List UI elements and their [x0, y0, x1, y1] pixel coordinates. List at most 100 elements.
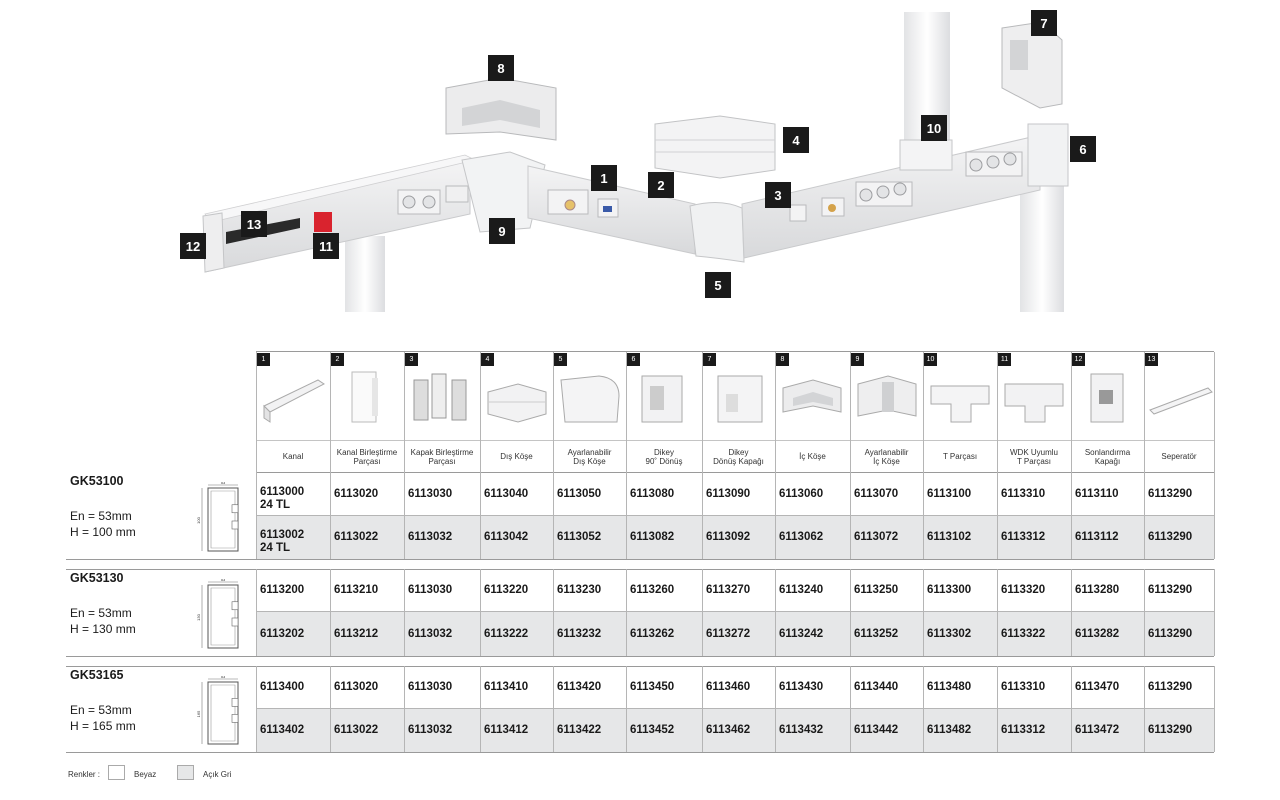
product-code-cell: 6113240: [779, 584, 824, 596]
product-code-cell: 6113322: [1001, 627, 1046, 640]
product-code-cell: 6113022: [334, 531, 379, 543]
product-code-cell: 6113102: [927, 531, 972, 543]
product-code-cell: 6113200: [260, 584, 305, 596]
column-divider: [702, 472, 703, 559]
product-code-cell: 6113290: [1148, 531, 1193, 543]
callout-12: 12: [180, 233, 206, 259]
light-grey-row-band: [256, 515, 1214, 559]
product-code-cell: 6113082: [630, 531, 675, 543]
product-code-cell: 6113302: [927, 627, 972, 640]
row-divider: [256, 611, 1214, 612]
product-code-cell: 6113432: [779, 724, 824, 736]
product-code-cell: 6113112: [1075, 531, 1119, 543]
product-code-cell: 6113270: [706, 584, 751, 596]
callout-2: 2: [648, 172, 674, 198]
swatch-light-grey: [177, 765, 194, 780]
header-bottom-rule: [256, 472, 1214, 473]
group-dimensions: En = 53mm H = 165 mm: [70, 703, 136, 733]
column-divider: [702, 352, 703, 472]
light-grey-row-band: [256, 708, 1214, 752]
product-code-cell: 6113290: [1148, 584, 1193, 596]
column-part-image: [999, 366, 1069, 433]
svg-text:53: 53: [221, 676, 226, 679]
profile-icon: 53100: [196, 480, 239, 552]
part-thumbnail-icon: [487, 383, 547, 423]
product-code-cell: 6113472: [1075, 724, 1120, 736]
column-part-image: [555, 366, 625, 433]
end-cap: [202, 212, 225, 273]
svg-text:53: 53: [221, 482, 226, 485]
column-divider: [626, 472, 627, 559]
column-divider: [553, 569, 554, 656]
column-divider: [1144, 666, 1145, 752]
product-code-cell: 6113290: [1148, 724, 1193, 736]
column-divider: [997, 666, 998, 752]
column-header-label: Dikey 90˚ Dönüş: [645, 447, 683, 466]
column-part-image: [1073, 366, 1143, 433]
column-divider: [775, 472, 776, 559]
column-divider: [1214, 569, 1215, 656]
column-divider: [1214, 472, 1215, 559]
part-thumbnail-icon: [263, 379, 325, 423]
product-code-cell: 6113290: [1148, 681, 1193, 693]
product-code-cell: 6113410: [484, 681, 529, 693]
product-code-cell: 6113480: [927, 681, 972, 693]
product-code-cell: 6113232: [557, 627, 602, 640]
column-number-badge: 9: [851, 353, 864, 366]
part-thumbnail-icon: [1149, 387, 1213, 415]
group-bottom-rule: [66, 752, 1214, 753]
product-code-cell: 6113242: [779, 627, 824, 640]
column-header-label: Dış Köşe: [500, 452, 533, 461]
t-piece: [899, 139, 953, 171]
profile-section-drawing: 53 130: [196, 577, 248, 655]
column-divider: [1144, 352, 1145, 472]
product-code-cell: 6113412: [484, 724, 529, 736]
part-thumbnail-icon: [782, 379, 842, 413]
column-divider: [997, 569, 998, 656]
product-code-cell: 6113470: [1075, 681, 1120, 693]
product-code-cell: 6113062: [779, 531, 824, 543]
column-divider: [1071, 472, 1072, 559]
callout-1: 1: [591, 165, 617, 191]
product-code-cell: 6113030: [408, 584, 453, 596]
product-code-cell: 6113442: [854, 724, 899, 736]
svg-text:53: 53: [221, 579, 226, 582]
svg-text:130: 130: [196, 613, 201, 620]
corner-external: [689, 202, 745, 263]
product-code-cell: 6113400: [260, 681, 305, 693]
column-divider: [775, 569, 776, 656]
column-number-badge: 5: [554, 353, 567, 366]
part-thumbnail-icon: [717, 375, 763, 423]
part-thumbnail-icon: [930, 385, 990, 423]
header-mid-rule: [256, 440, 1214, 441]
profile-icon: 53 130: [196, 577, 239, 649]
product-code-cell: 6113310: [1001, 681, 1046, 693]
product-code-cell: 6113440: [854, 681, 899, 693]
group-bottom-rule: [66, 656, 1214, 657]
column-divider: [626, 666, 627, 752]
column-part-image: [704, 366, 774, 433]
group-title: GK53130: [70, 571, 124, 585]
column-divider: [923, 472, 924, 559]
product-code-cell: 6113072: [854, 531, 899, 543]
product-code-cell: 6113462: [706, 724, 751, 736]
product-code-cell: 6113422: [557, 724, 602, 736]
trunking-system-drawing: [202, 12, 1069, 312]
column-divider: [1144, 472, 1145, 559]
column-number-badge: 7: [703, 353, 716, 366]
column-header-label: İç Köşe: [799, 452, 826, 461]
row-divider: [256, 708, 1214, 709]
column-part-image: [852, 366, 922, 433]
column-header-label: WDK Uyumlu T Parçası: [1009, 447, 1058, 466]
product-code-cell: 6113310: [1001, 487, 1046, 500]
product-code-cell: 6113080: [630, 487, 675, 500]
column-divider: [850, 666, 851, 752]
group-top-rule: [66, 666, 1214, 667]
column-part-image: [258, 366, 328, 433]
group-title: GK53100: [70, 474, 124, 488]
product-code-cell: 6113460: [706, 681, 751, 693]
product-code-cell: 6113450: [630, 681, 675, 693]
callout-5: 5: [705, 272, 731, 298]
column-number-badge: 13: [1145, 353, 1158, 366]
column-divider: [626, 569, 627, 656]
